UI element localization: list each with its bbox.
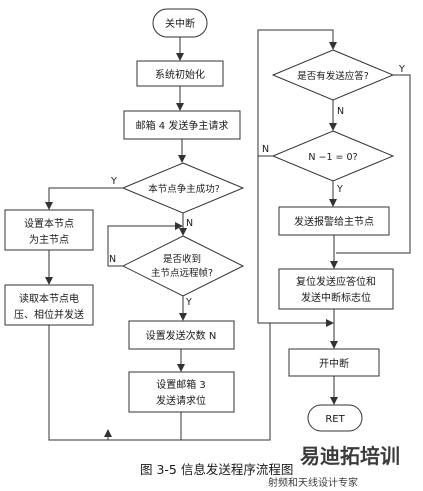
node-set-send-count: 设置发送次数 N <box>128 320 235 350</box>
svg-text:邮箱 4 发送争主请求: 邮箱 4 发送争主请求 <box>136 119 229 132</box>
svg-text:发送请求位: 发送请求位 <box>156 394 206 407</box>
svg-text:易迪拓培训: 易迪拓培训 <box>300 444 400 468</box>
label-n-no: N <box>262 144 269 155</box>
node-start: 关中断 <box>152 8 208 38</box>
svg-text:复位发送应答位和: 复位发送应答位和 <box>296 275 376 288</box>
node-set-master: 设置本节点 为主节点 <box>4 209 94 251</box>
label-remote-yes: Y <box>185 297 192 308</box>
svg-text:读取本节点电: 读取本节点电 <box>19 292 79 305</box>
svg-text:系统初始化: 系统初始化 <box>155 68 205 81</box>
label-contend-yes: Y <box>110 176 117 187</box>
label-remote-no: N <box>109 254 116 265</box>
label-ack-yes: Y <box>398 64 405 75</box>
svg-text:开中断: 开中断 <box>319 357 349 370</box>
svg-text:设置邮箱 3: 设置邮箱 3 <box>156 378 206 391</box>
node-reset-flags: 复位发送应答位和 发送中断标志位 <box>278 268 394 310</box>
node-n-zero-decision: N −1 = 0? <box>271 130 395 182</box>
label-ack-no: N <box>337 106 344 117</box>
svg-text:是否收到: 是否收到 <box>163 253 201 265</box>
node-send-alarm: 发送报警给主节点 <box>278 206 390 236</box>
svg-text:是否有发送应答?: 是否有发送应答? <box>297 70 369 82</box>
node-set-mailbox3: 设置邮箱 3 发送请求位 <box>128 371 235 413</box>
svg-text:N −1 = 0?: N −1 = 0? <box>308 152 357 163</box>
svg-text:RET: RET <box>325 414 345 425</box>
svg-text:主节点远程帧?: 主节点远程帧? <box>151 267 213 279</box>
node-mailbox4-request: 邮箱 4 发送争主请求 <box>123 110 241 140</box>
label-contend-no: N <box>186 218 193 229</box>
node-init: 系统初始化 <box>136 60 224 87</box>
watermark-logo: 易迪拓培训 射频和天线设计专家 <box>268 444 400 489</box>
node-enable-interrupt: 开中断 <box>288 348 380 377</box>
node-remote-frame-decision: 是否收到 主节点远程帧? <box>121 235 245 297</box>
node-contend-decision: 本节点争主成功? <box>121 162 245 214</box>
svg-text:射频和天线设计专家: 射频和天线设计专家 <box>268 476 358 489</box>
label-n-yes: Y <box>336 184 343 195</box>
svg-text:本节点争主成功?: 本节点争主成功? <box>148 183 220 195</box>
flow-edges <box>45 29 411 441</box>
node-read-and-send: 读取本节点电 压、相位并发送 <box>4 284 94 326</box>
node-ret: RET <box>307 404 363 432</box>
svg-text:关中断: 关中断 <box>165 17 195 30</box>
svg-text:设置发送次数 N: 设置发送次数 N <box>146 329 217 342</box>
figure-caption: 图 3-5 信息发送程序流程图 <box>140 462 293 477</box>
svg-text:发送报警给主节点: 发送报警给主节点 <box>294 215 374 228</box>
svg-text:设置本节点: 设置本节点 <box>24 217 74 230</box>
svg-text:压、相位并发送: 压、相位并发送 <box>14 308 84 321</box>
svg-text:为主节点: 为主节点 <box>29 234 69 246</box>
svg-text:发送中断标志位: 发送中断标志位 <box>301 291 371 304</box>
node-ack-decision: 是否有发送应答? <box>271 49 395 101</box>
